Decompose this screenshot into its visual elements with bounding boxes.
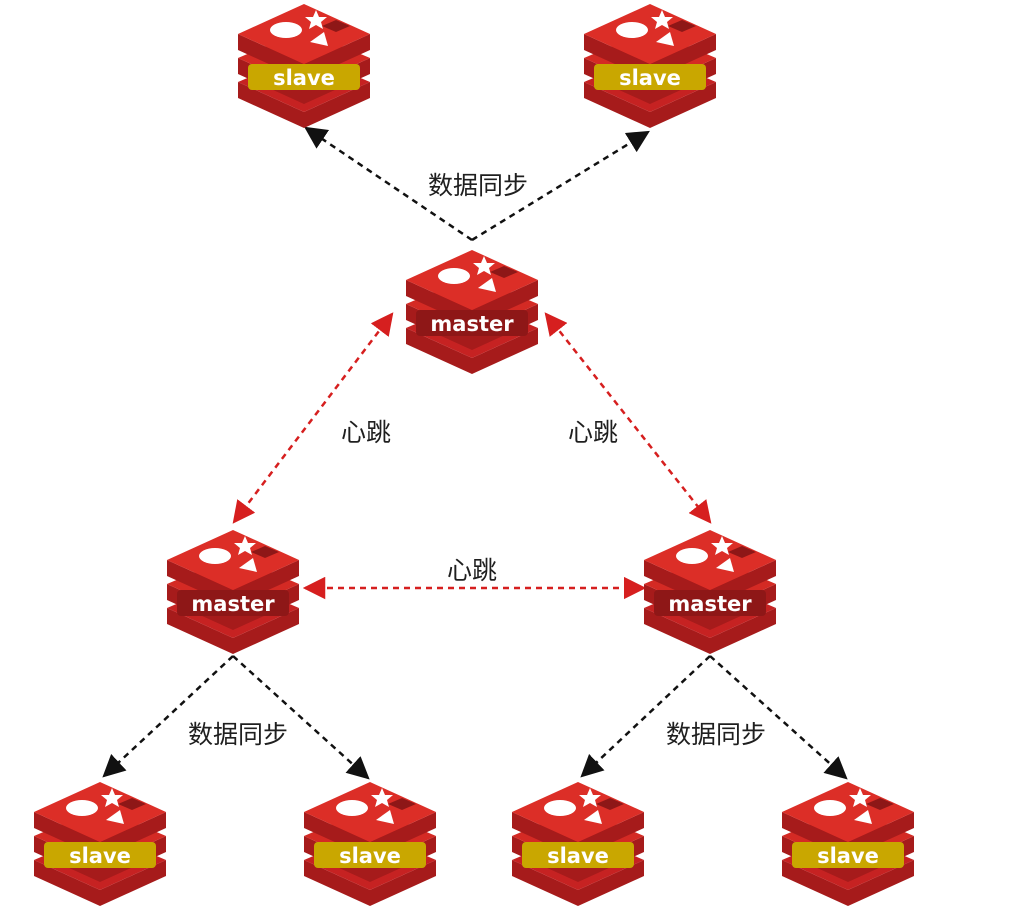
master-badge — [177, 590, 289, 616]
node-master-top: master — [406, 250, 538, 374]
slave-label: slave — [273, 66, 335, 90]
edge-label-sync-bottom-left: 数据同步 — [188, 720, 288, 749]
slave-label: slave — [547, 844, 609, 868]
edge-label-heartbeat-left: 心跳 — [341, 418, 391, 447]
node-slave-bottom-1: slave — [34, 782, 166, 906]
node-slave-bottom-2: slave — [304, 782, 436, 906]
slave-badge — [248, 64, 360, 90]
slave-badge — [314, 842, 426, 868]
node-slave-bottom-4: slave — [782, 782, 914, 906]
edge-label-heartbeat-bottom: 心跳 — [447, 556, 497, 585]
edges-layer — [102, 126, 848, 780]
master-badge — [654, 590, 766, 616]
edge-heartbeat-master-top-to-master-right — [544, 312, 712, 524]
slave-badge — [792, 842, 904, 868]
edge-sync-master-right-to-slave-bottom-3 — [580, 655, 711, 778]
slave-badge — [522, 842, 634, 868]
edge-sync-master-left-to-slave-bottom-2 — [232, 655, 370, 780]
node-master-left: master — [167, 530, 299, 654]
master-label: master — [430, 312, 514, 336]
master-badge — [416, 310, 528, 336]
slave-label: slave — [619, 66, 681, 90]
node-slave-bottom-3: slave — [512, 782, 644, 906]
node-slave-top-right: slave — [584, 4, 716, 128]
edge-sync-master-left-to-slave-bottom-1 — [102, 655, 234, 778]
edge-sync-master-top-to-slave-top-left — [304, 126, 473, 242]
slave-label: slave — [69, 844, 131, 868]
node-slave-top-left: slave — [238, 4, 370, 128]
slave-label: slave — [817, 844, 879, 868]
slave-badge — [594, 64, 706, 90]
slave-badge — [44, 842, 156, 868]
node-master-right: master — [644, 530, 776, 654]
nodes-layer: master master master slave slave slave slave sl… — [34, 4, 914, 906]
master-label: master — [668, 592, 752, 616]
slave-label: slave — [339, 844, 401, 868]
edge-label-heartbeat-right: 心跳 — [568, 418, 618, 447]
master-label: master — [191, 592, 275, 616]
edge-label-sync-bottom-right: 数据同步 — [666, 720, 766, 749]
edge-sync-master-top-to-slave-top-right — [471, 130, 650, 242]
edge-label-sync-top: 数据同步 — [428, 171, 528, 200]
edge-sync-master-right-to-slave-bottom-4 — [709, 655, 848, 780]
